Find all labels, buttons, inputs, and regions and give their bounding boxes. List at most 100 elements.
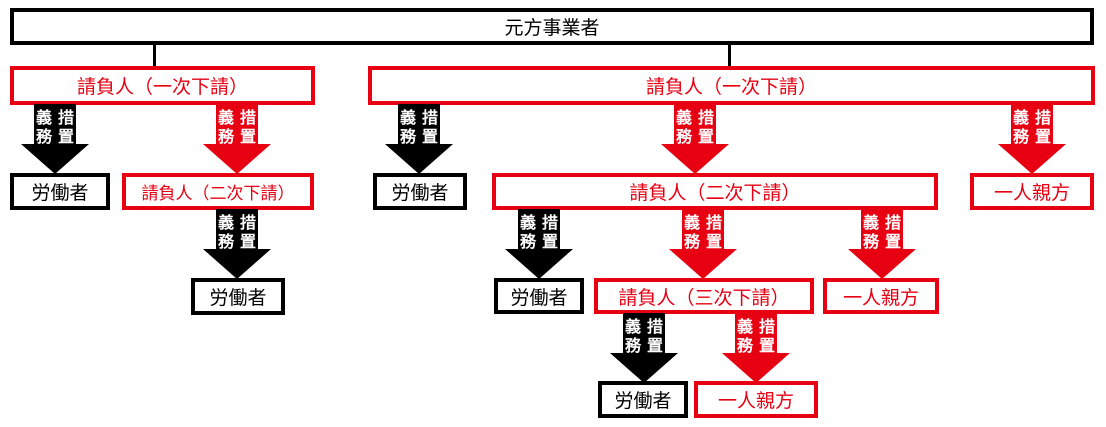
connector-right	[728, 45, 731, 67]
down-arrow-icon	[21, 104, 89, 174]
right-secondary-subcontractor-box: 請負人（二次下請）	[492, 173, 938, 210]
down-arrow-icon	[661, 104, 729, 174]
obligation-arrow: 義 措 務 置	[668, 209, 738, 281]
obligation-arrow: 義 措 務 置	[997, 104, 1067, 176]
down-arrow-icon	[203, 209, 271, 279]
obligation-label: 義 措 務 置	[202, 108, 272, 146]
obligation-label: 義 措 務 置	[668, 213, 738, 251]
obligation-arrow: 義 措 務 置	[384, 104, 454, 176]
obligation-char: 措	[758, 317, 775, 336]
obligation-char: 義	[624, 317, 641, 336]
obligation-arrow: 義 措 務 置	[202, 209, 272, 281]
self-employed-label: 一人親方	[842, 286, 919, 309]
obligation-char: 措	[884, 213, 901, 232]
left-primary-subcontractor-box: 請負人（一次下請）	[10, 66, 315, 105]
down-arrow-icon	[203, 104, 271, 174]
self-employed-3-box: 一人親方	[694, 381, 818, 418]
obligation-label: 義 措 務 置	[609, 317, 679, 355]
obligation-char: 義	[862, 213, 879, 232]
worker-label: 労働者	[614, 390, 672, 412]
obligation-char: 置	[57, 127, 74, 146]
obligation-char: 置	[884, 232, 901, 251]
down-arrow-icon	[385, 104, 453, 174]
obligation-label: 義 措 務 置	[660, 108, 730, 146]
down-arrow-icon	[505, 209, 573, 279]
obligation-char: 置	[541, 232, 558, 251]
obligation-char: 義	[675, 108, 692, 127]
obligation-label: 義 措 務 置	[384, 108, 454, 146]
obligation-char: 措	[1034, 108, 1051, 127]
tertiary-subcontractor-box: 請負人（三次下請）	[594, 278, 814, 314]
obligation-char: 置	[758, 336, 775, 355]
down-arrow-icon	[998, 104, 1066, 174]
obligation-label: 義 措 務 置	[202, 213, 272, 251]
left-worker-1-box: 労働者	[10, 173, 110, 210]
right-primary-subcontractor-label: 請負人（一次下請）	[645, 76, 817, 98]
worker-label: 労働者	[31, 182, 89, 204]
left-worker-2-box: 労働者	[191, 278, 285, 315]
worker-label: 労働者	[209, 287, 267, 309]
obligation-char: 務	[683, 232, 700, 251]
obligation-char: 務	[399, 127, 416, 146]
obligation-char: 務	[1012, 127, 1029, 146]
obligation-label: 義 措 務 置	[504, 213, 574, 251]
right-worker-1-box: 労働者	[373, 173, 467, 210]
left-secondary-subcontractor-box: 請負人（二次下請）	[122, 173, 314, 210]
obligation-arrow: 義 措 務 置	[504, 209, 574, 281]
worker-label: 労働者	[391, 182, 449, 204]
self-employed-2-box: 一人親方	[823, 278, 939, 314]
obligation-char: 務	[35, 127, 52, 146]
left-primary-subcontractor-label: 請負人（一次下請）	[76, 76, 248, 98]
obligation-label: 義 措 務 置	[721, 317, 791, 355]
obligation-char: 措	[239, 213, 256, 232]
self-employed-1-box: 一人親方	[970, 173, 1094, 210]
obligation-char: 義	[519, 213, 536, 232]
obligation-char: 義	[683, 213, 700, 232]
obligation-char: 義	[35, 108, 52, 127]
obligation-arrow: 義 措 務 置	[20, 104, 90, 176]
obligation-char: 義	[217, 213, 234, 232]
principal-contractor-label: 元方事業者	[504, 17, 600, 39]
obligation-char: 務	[624, 336, 641, 355]
obligation-arrow: 義 措 務 置	[609, 313, 679, 385]
obligation-char: 措	[646, 317, 663, 336]
obligation-char: 義	[399, 108, 416, 127]
down-arrow-icon	[722, 313, 790, 383]
obligation-char: 義	[1012, 108, 1029, 127]
connector-left	[153, 45, 156, 67]
tertiary-subcontractor-label: 請負人（三次下請）	[618, 286, 790, 309]
obligation-arrow: 義 措 務 置	[660, 104, 730, 176]
obligation-char: 置	[697, 127, 714, 146]
obligation-char: 務	[519, 232, 536, 251]
obligation-label: 義 措 務 置	[997, 108, 1067, 146]
down-arrow-icon	[669, 209, 737, 279]
obligation-char: 置	[239, 232, 256, 251]
obligation-char: 措	[705, 213, 722, 232]
right-worker-3-box: 労働者	[598, 381, 688, 418]
obligation-char: 務	[736, 336, 753, 355]
obligation-char: 務	[217, 232, 234, 251]
obligation-arrow: 義 措 務 置	[847, 209, 917, 281]
obligation-label: 義 措 務 置	[20, 108, 90, 146]
secondary-subcontractor-label: 請負人（二次下請）	[141, 184, 295, 204]
self-employed-label: 一人親方	[993, 182, 1070, 204]
obligation-char: 措	[697, 108, 714, 127]
obligation-char: 措	[541, 213, 558, 232]
obligation-char: 措	[421, 108, 438, 127]
right-primary-subcontractor-box: 請負人（一次下請）	[368, 66, 1095, 105]
obligation-char: 務	[862, 232, 879, 251]
principal-contractor-box: 元方事業者	[10, 8, 1094, 45]
down-arrow-icon	[848, 209, 916, 279]
obligation-char: 義	[217, 108, 234, 127]
obligation-char: 置	[1034, 127, 1051, 146]
self-employed-label: 一人親方	[717, 390, 794, 412]
worker-label: 労働者	[510, 286, 568, 309]
obligation-arrow: 義 措 務 置	[202, 104, 272, 176]
obligation-char: 務	[675, 127, 692, 146]
obligation-char: 置	[646, 336, 663, 355]
obligation-char: 置	[421, 127, 438, 146]
obligation-arrow: 義 措 務 置	[721, 313, 791, 385]
obligation-char: 務	[217, 127, 234, 146]
obligation-label: 義 措 務 置	[847, 213, 917, 251]
obligation-char: 措	[57, 108, 74, 127]
